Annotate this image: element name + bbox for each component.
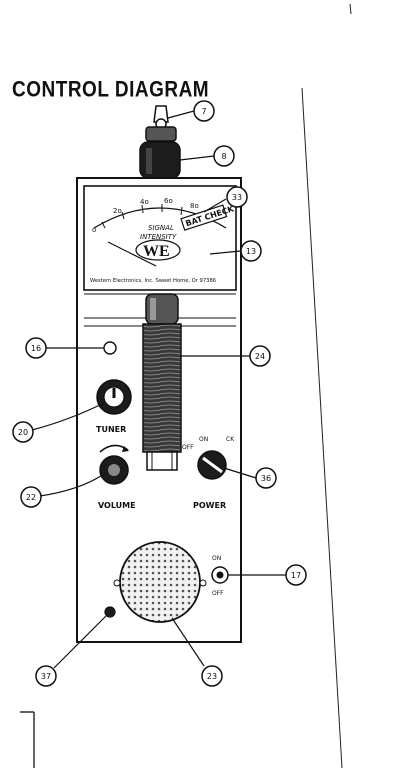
volume-knob[interactable] [99,444,129,485]
svg-text:20: 20 [18,428,28,437]
svg-text:17: 17 [291,571,301,580]
power-label: POWER [193,501,226,510]
callout-23: 23 [201,665,223,687]
callout-7: 7 [193,100,215,122]
search-coil [142,293,182,471]
on-off-switch[interactable] [211,566,229,584]
svg-text:36: 36 [261,474,271,483]
svg-text:8: 8 [221,152,226,161]
callout-8: 8 [213,145,235,167]
power-on-label: ON [199,436,208,443]
power-off-label: OFF [182,444,194,451]
indicator-lamp [103,341,117,355]
svg-text:22: 22 [26,493,36,502]
signal-text: SIGNAL [148,224,174,232]
callout-20: 20 [12,421,34,443]
meter-scale-3: 6o [164,197,173,205]
svg-text:37: 37 [41,672,51,681]
callout-33: 33 [226,186,248,208]
callout-22: 22 [20,486,42,508]
meter-needle [107,241,157,267]
signal-meter: o 2o 4o 6o 8o SIGNAL INTENSITY BAT CHECK… [83,185,237,291]
diagram-title: CONTROL DIAGRAM [12,78,210,103]
volume-label: VOLUME [98,501,136,510]
svg-text:33: 33 [232,193,242,202]
meter-scale-4: 8o [190,202,199,210]
svg-text:WE: WE [143,243,170,260]
callout-24: 24 [249,345,271,367]
callout-37: 37 [35,665,57,687]
speaker-grille [113,541,207,623]
switch-on-label: ON [212,555,221,562]
callout-17: 17 [285,564,307,586]
page-edge-line [301,87,343,768]
meter-scale-2: 4o [140,198,149,206]
earphone-jack [104,606,116,618]
we-logo: WE [135,239,181,261]
tuner-knob[interactable] [96,379,132,415]
intensity-text: INTENSITY [140,233,177,241]
svg-text:23: 23 [207,672,217,681]
meter-scale-0: o [92,226,96,234]
switch-off-label: OFF [212,590,224,597]
power-check-label: CK [226,436,235,443]
callout-36: 36 [255,467,277,489]
tuner-label: TUNER [96,425,126,434]
maker-text: Western Electronics, Inc. Sweet Home, Or… [90,278,216,284]
svg-text:7: 7 [201,107,206,116]
svg-text:16: 16 [31,344,41,353]
svg-text:24: 24 [255,352,265,361]
power-knob[interactable] [197,450,227,480]
leader-lines [26,110,286,669]
svg-text:13: 13 [246,247,256,256]
callout-16: 16 [25,337,47,359]
meter-scale-1: 2o [113,207,122,215]
callout-13: 13 [240,240,262,262]
